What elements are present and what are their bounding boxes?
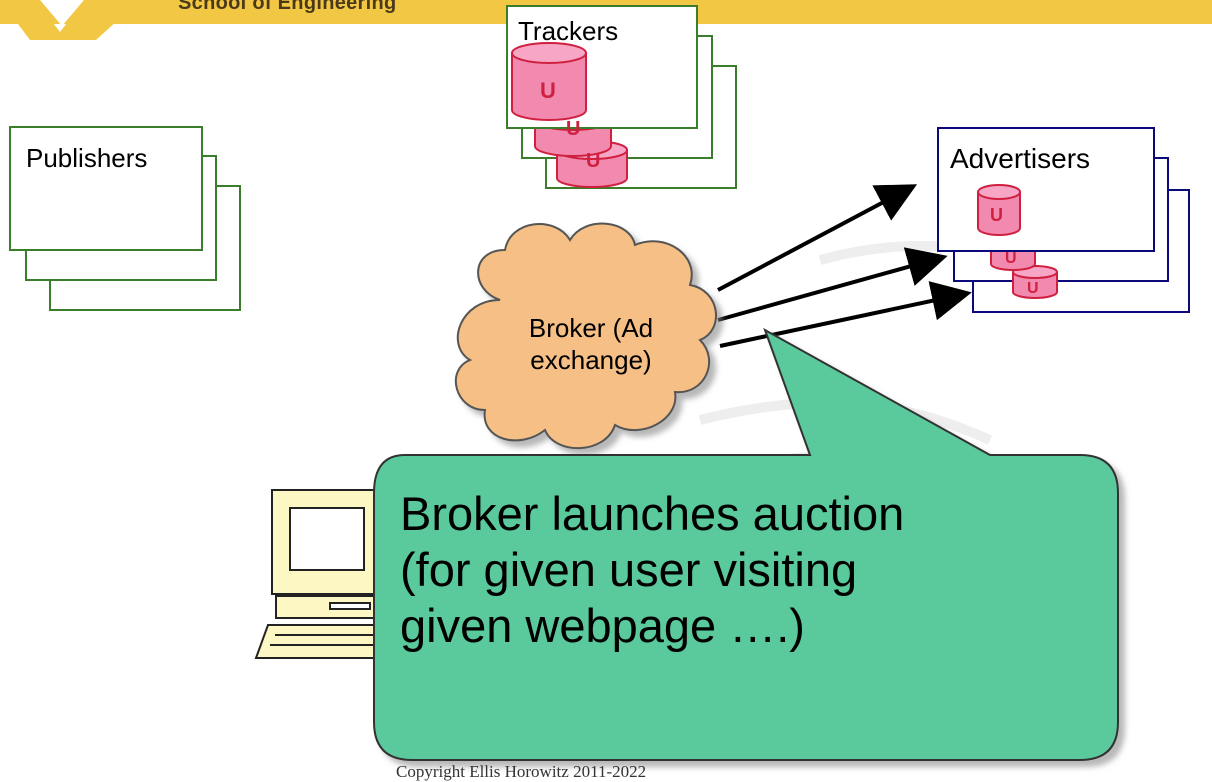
tracker-database-1 (511, 42, 587, 121)
copyright-text: Copyright Ellis Horowitz 2011-2022 (396, 762, 647, 781)
advertiser-database-label-3: U (1027, 280, 1039, 297)
university-logo (0, 0, 160, 40)
computer-icon (254, 489, 412, 659)
advertiser-database-label: U (990, 205, 1003, 225)
tracker-database-label: U (540, 78, 556, 103)
auction-arrows (717, 184, 972, 348)
callout-bubble (373, 327, 1119, 761)
advertisers-label: Advertisers (950, 143, 1091, 174)
callout-text: Broker launches auction (for given user … (400, 487, 905, 652)
tracker-database-label-3: U (586, 150, 601, 172)
publishers-stack (9, 126, 241, 311)
broker-label: Broker (Ad exchange) (528, 313, 654, 375)
advertiser-database-label-2: U (1005, 250, 1017, 267)
broker-cloud (454, 222, 717, 450)
publishers-label: Publishers (26, 143, 148, 173)
advertisers-front-page (937, 127, 1155, 252)
trackers-label: Trackers (518, 16, 619, 46)
school-name: School of Engineering (178, 0, 397, 14)
advertiser-database-1 (977, 184, 1021, 236)
tracker-database-label-2: U (566, 118, 581, 140)
